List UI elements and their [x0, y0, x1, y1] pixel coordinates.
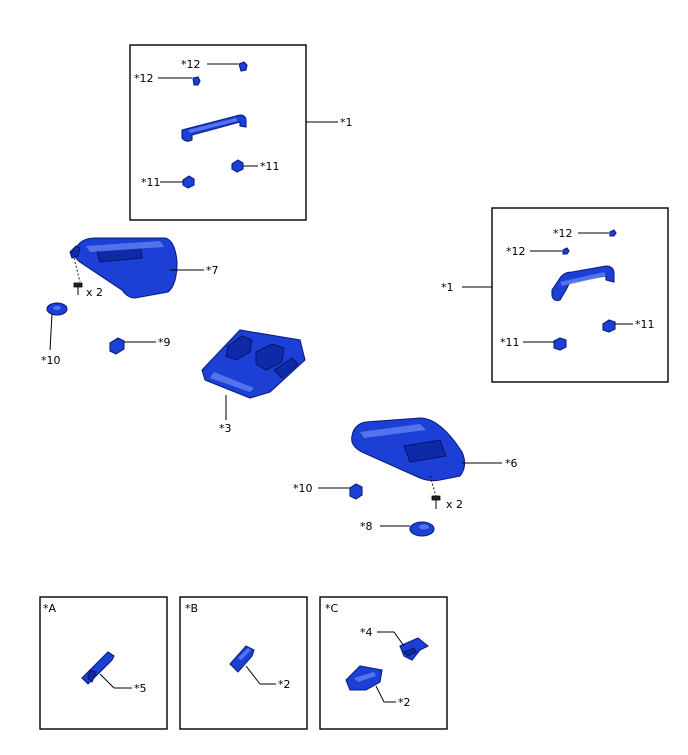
assist-grip-right: [551, 265, 615, 302]
callout-10-left: *10: [41, 354, 61, 367]
clip-11-top-b: [231, 159, 258, 173]
clip-12-top-b: [207, 61, 248, 72]
clip-11-right-a: [523, 337, 567, 351]
part-2-c: [345, 665, 396, 703]
clip-9: [109, 337, 156, 355]
assist-grip-box-top: [129, 44, 307, 221]
callout-9: *9: [158, 336, 171, 349]
part-5: [81, 651, 132, 689]
part-2-b: [229, 645, 276, 685]
callout-1-top: *1: [340, 116, 353, 129]
screw-qty-right: x 2: [446, 498, 463, 511]
callout-12-top-b: *12: [181, 58, 201, 71]
holder-8: [380, 521, 435, 537]
callout-10-right: *10: [293, 482, 313, 495]
clip-11-right-b: [602, 319, 633, 333]
assist-grip-top: [181, 114, 247, 142]
screw-path-right: [429, 475, 437, 497]
inset-c: [319, 596, 448, 730]
callout-5: *5: [134, 682, 147, 695]
callout-12-right-a: *12: [506, 245, 526, 258]
sun-visor-left: [69, 237, 178, 299]
callout-11-top-a: *11: [141, 176, 161, 189]
callout-11-top-b: *11: [260, 160, 280, 173]
callout-3: *3: [219, 422, 232, 435]
screw-left: [73, 282, 83, 295]
callout-11-right-a: *11: [500, 336, 520, 349]
inset-a: [39, 596, 168, 730]
clip-11-top-a: [160, 175, 195, 189]
assist-grip-box-right: [491, 207, 669, 383]
callout-11-right-b: *11: [635, 318, 655, 331]
clip-10-right: [318, 483, 363, 500]
callout-2-c: *2: [398, 696, 411, 709]
callout-4: *4: [360, 626, 373, 639]
callout-1-right: *1: [441, 281, 454, 294]
part-4: [377, 631, 430, 661]
callout-2-b: *2: [278, 678, 291, 691]
sun-visor-right: [351, 417, 466, 482]
callout-12-top-a: *12: [134, 72, 154, 85]
inset-c-label: *C: [325, 602, 339, 615]
clip-12-right-a: [530, 247, 570, 255]
inset-b: [179, 596, 308, 730]
callout-6: *6: [505, 457, 518, 470]
screw-right: [431, 495, 441, 509]
inset-a-label: *A: [43, 602, 57, 615]
roof-console: [201, 329, 306, 399]
callout-7: *7: [206, 264, 219, 277]
callout-8: *8: [360, 520, 373, 533]
inset-b-label: *B: [185, 602, 198, 615]
screw-qty-left: x 2: [86, 286, 103, 299]
clip-12-top-a: [158, 76, 201, 86]
screw-path-left: [73, 257, 81, 283]
clip-12-right-b: [578, 229, 617, 237]
holder-10-left: [46, 302, 68, 351]
callout-12-right-b: *12: [553, 227, 573, 240]
